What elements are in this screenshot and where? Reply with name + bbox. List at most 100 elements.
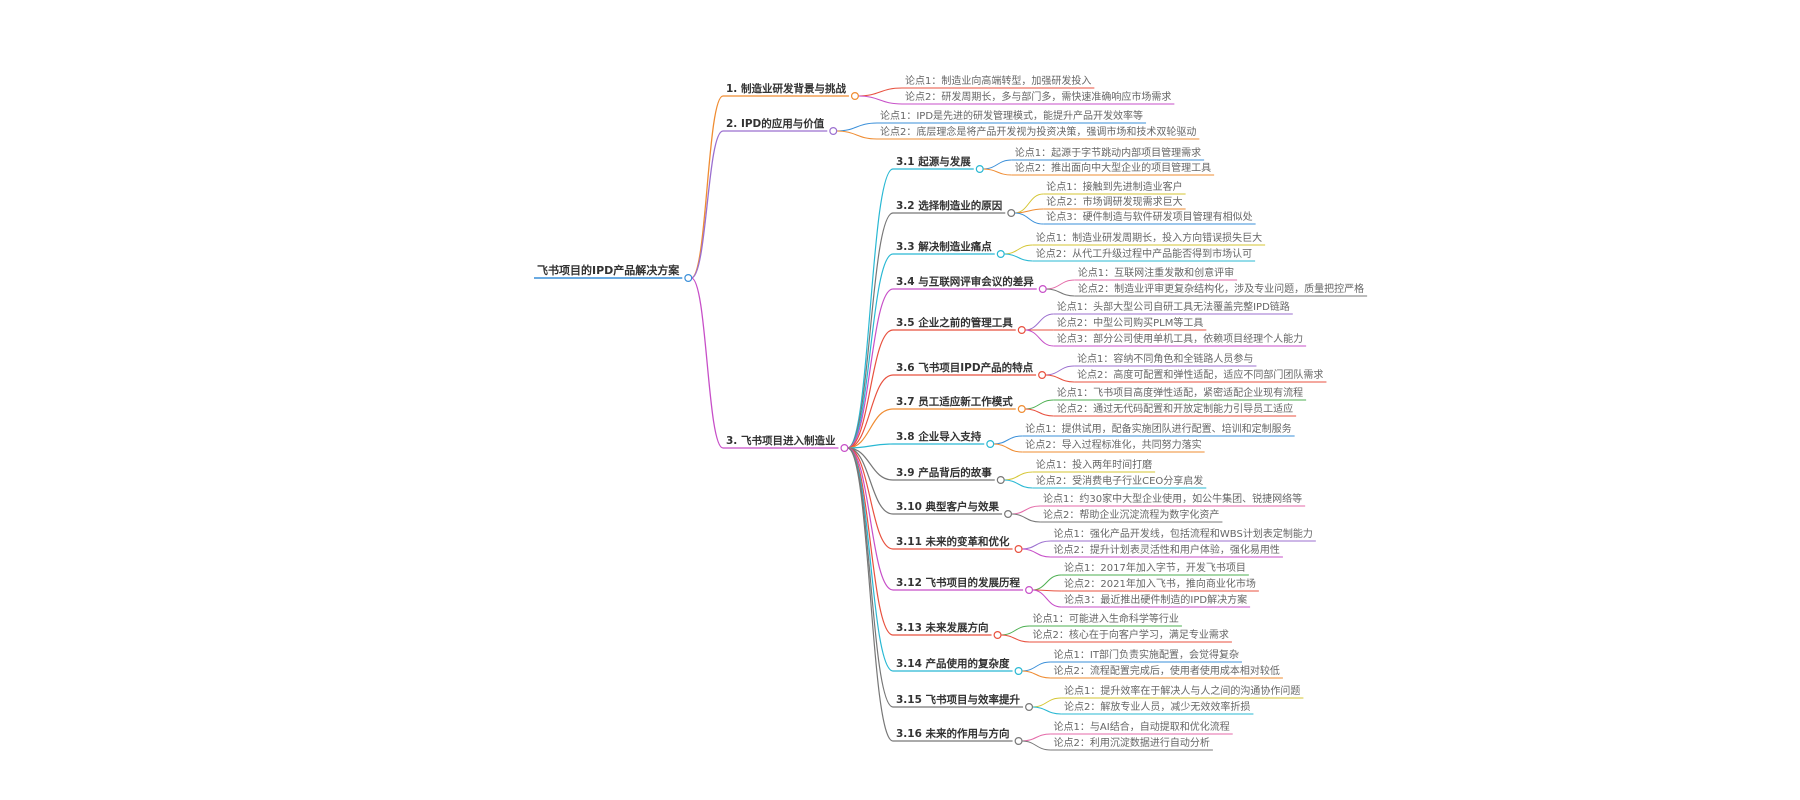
subtopic-3-6-point-2[interactable]: 论点2：高度可配置和弹性适配，适应不同部门团队需求 [1077,368,1323,381]
edge-subtopic-3-6-point-1 [1045,365,1075,376]
subtopic-3-5-collapse-toggle[interactable] [1017,326,1026,335]
subtopic-3-4-point-1[interactable]: 论点1：互联网注重发散和创意评审 [1078,266,1234,279]
subtopic-3-2-point-3[interactable]: 论点3：硬件制造与软件研发项目管理有相似处 [1046,210,1252,223]
subtopic-3-4[interactable]: 3.4 与互联网评审会议的差异 [896,275,1034,288]
subtopic-3-3-point-2[interactable]: 论点2：从代工升级过程中产品能否得到市场认可 [1036,247,1252,260]
subtopic-3-5[interactable]: 3.5 企业之前的管理工具 [896,316,1013,329]
subtopic-3-15[interactable]: 3.15 飞书项目与效率提升 [896,693,1021,706]
subtopic-3-6-point-1[interactable]: 论点1：容纳不同角色和全链路人员参与 [1077,352,1253,365]
section-1-point-2[interactable]: 论点2：研发周期长，多与部门多，需快速准确响应市场需求 [905,90,1171,103]
subtopic-3-10-collapse-toggle[interactable] [1004,510,1013,519]
edge-section-3-sub-16 [847,447,894,742]
subtopic-3-9-point-2[interactable]: 论点2：受消费电子行业CEO分享启发 [1036,474,1204,487]
subtopic-3-7[interactable]: 3.7 员工适应新工作模式 [896,395,1013,408]
subtopic-3-8-point-1[interactable]: 论点1：提供试用，配备实施团队进行配置、培训和定制服务 [1025,422,1291,435]
subtopic-3-14-collapse-toggle[interactable] [1014,666,1023,675]
edge-subtopic-3-15-point-1 [1032,697,1062,708]
edge-section-3-sub-10 [847,447,894,515]
subtopic-3-7-point-2[interactable]: 论点2：通过无代码配置和开放定制能力引导员工适应 [1057,402,1293,415]
subtopic-3-15-collapse-toggle[interactable] [1025,702,1034,711]
subtopic-3-10[interactable]: 3.10 典型客户与效果 [896,500,1000,513]
subtopic-3-16[interactable]: 3.16 未来的作用与方向 [896,727,1010,740]
subtopic-3-11[interactable]: 3.11 未来的变革和优化 [896,535,1010,548]
subtopic-3-12[interactable]: 3.12 飞书项目的发展历程 [896,576,1021,589]
edge-section-3-sub-3 [847,253,894,449]
subtopic-3-9[interactable]: 3.9 产品背后的故事 [896,466,992,479]
subtopic-3-3-collapse-toggle[interactable] [996,250,1005,259]
subtopic-3-1-collapse-toggle[interactable] [975,165,984,174]
subtopic-3-1-point-1[interactable]: 论点1：起源于字节跳动内部项目管理需求 [1015,146,1201,159]
subtopic-3-7-point-1[interactable]: 论点1：飞书项目高度弹性适配，紧密适配企业现有流程 [1057,386,1303,399]
edge-subtopic-3-3-point-2 [1003,253,1033,262]
subtopic-3-5-point-3[interactable]: 论点3：部分公司使用单机工具，依赖项目经理个人能力 [1057,332,1303,345]
subtopic-3-13-point-1[interactable]: 论点1：可能进入生命科学等行业 [1033,612,1179,625]
subtopic-3-14-point-1[interactable]: 论点1：IT部门负责实施配置，会觉得复杂 [1054,648,1239,661]
subtopic-3-12-point-3[interactable]: 论点3：最近推出硬件制造的IPD解决方案 [1064,593,1247,606]
subtopic-3-6-collapse-toggle[interactable] [1038,371,1047,380]
section-2[interactable]: 2. IPD的应用与价值 [726,117,825,130]
subtopic-3-4-collapse-toggle[interactable] [1038,285,1047,294]
subtopic-3-7-collapse-toggle[interactable] [1017,405,1026,414]
section-1-point-1[interactable]: 论点1：制造业向高端转型，加强研发投入 [905,74,1091,87]
section-2-point-2[interactable]: 论点2：底层理念是将产品开发视为投资决策，强调市场和技术双轮驱动 [880,125,1196,138]
subtopic-3-3-point-1[interactable]: 论点1：制造业研发周期长，投入方向错误损失巨大 [1036,231,1262,244]
edge-subtopic-3-2-point-3 [1014,212,1044,225]
subtopic-3-8-point-2[interactable]: 论点2：导入过程标准化，共同努力落实 [1025,438,1201,451]
subtopic-3-3[interactable]: 3.3 解决制造业痛点 [896,240,992,253]
subtopic-3-16-collapse-toggle[interactable] [1014,736,1023,745]
subtopic-3-14[interactable]: 3.14 产品使用的复杂度 [896,657,1010,670]
subtopic-3-16-point-1[interactable]: 论点1：与AI结合，自动提取和优化流程 [1054,720,1230,733]
edge-subtopic-3-7-point-1 [1024,399,1054,410]
edge-section-1-point-2 [857,95,903,105]
subtopic-3-11-point-1[interactable]: 论点1：强化产品开发线，包括流程和WBS计划表定制能力 [1054,527,1313,540]
subtopic-3-8[interactable]: 3.8 企业导入支持 [896,430,982,443]
root-topic[interactable]: 飞书项目的IPD产品解决方案 [537,263,680,277]
edge-subtopic-3-3-point-1 [1003,244,1033,255]
subtopic-3-15-point-1[interactable]: 论点1：提升效率在于解决人与人之间的沟通协作问题 [1064,684,1300,697]
subtopic-3-2-point-2[interactable]: 论点2：市场调研发现需求巨大 [1046,195,1182,208]
edge-root-to-section-2 [690,130,724,279]
section-1[interactable]: 1. 制造业研发背景与挑战 [726,82,846,95]
subtopic-3-2[interactable]: 3.2 选择制造业的原因 [896,199,1002,212]
subtopic-3-6[interactable]: 3.6 飞书项目IPD产品的特点 [896,361,1034,374]
subtopic-3-10-point-2[interactable]: 论点2：帮助企业沉淀流程为数字化资产 [1043,508,1219,521]
edge-subtopic-3-11-point-1 [1021,540,1051,550]
subtopic-3-8-collapse-toggle[interactable] [986,440,995,449]
edge-section-3-sub-15 [847,447,894,708]
subtopic-3-9-collapse-toggle[interactable] [996,476,1005,485]
subtopic-3-12-collapse-toggle[interactable] [1025,585,1034,594]
section-3[interactable]: 3. 飞书项目进入制造业 [726,434,836,447]
subtopic-3-16-point-2[interactable]: 论点2：利用沉淀数据进行自动分析 [1054,736,1210,749]
subtopic-3-5-point-1[interactable]: 论点1：头部大型公司自研工具无法覆盖完整IPD链路 [1057,300,1290,313]
edge-subtopic-3-16-point-2 [1021,740,1051,751]
subtopic-3-2-point-1[interactable]: 论点1：接触到先进制造业客户 [1046,180,1182,193]
section-2-point-1[interactable]: 论点1：IPD是先进的研发管理模式，能提升产品开发效率等 [880,109,1143,122]
section-3-collapse-toggle[interactable] [840,444,849,453]
subtopic-3-11-collapse-toggle[interactable] [1014,544,1023,553]
subtopic-3-1-point-2[interactable]: 论点2：推出面向中大型企业的项目管理工具 [1015,161,1211,174]
edge-subtopic-3-13-point-2 [1000,634,1030,643]
subtopic-3-15-point-2[interactable]: 论点2：解放专业人员，减少无效效率折损 [1064,700,1250,713]
subtopic-3-12-point-1[interactable]: 论点1：2017年加入字节，开发飞书项目 [1064,561,1246,574]
edge-subtopic-3-8-point-2 [993,443,1023,453]
subtopic-3-4-point-2[interactable]: 论点2：制造业评审更复杂结构化，涉及专业问题，质量把控严格 [1078,282,1364,295]
section-1-collapse-toggle[interactable] [850,91,859,100]
edge-subtopic-3-9-point-2 [1003,479,1033,489]
subtopic-3-2-collapse-toggle[interactable] [1007,209,1016,218]
edge-section-3-sub-5 [847,329,894,449]
subtopic-3-11-point-2[interactable]: 论点2：提升计划表灵活性和用户体验，强化易用性 [1054,543,1280,556]
subtopic-3-13-point-2[interactable]: 论点2：核心在于向客户学习，满足专业需求 [1033,628,1229,641]
edge-subtopic-3-12-point-1 [1032,574,1062,591]
subtopic-3-13[interactable]: 3.13 未来发展方向 [896,621,989,634]
subtopic-3-10-point-1[interactable]: 论点1：约30家中大型企业使用，如公牛集团、锐捷网络等 [1043,492,1302,505]
root-collapse-toggle[interactable] [684,274,693,283]
subtopic-3-14-point-2[interactable]: 论点2：流程配置完成后，使用者使用成本相对较低 [1054,664,1280,677]
edge-subtopic-3-8-point-1 [993,435,1023,445]
subtopic-3-9-point-1[interactable]: 论点1：投入两年时间打磨 [1036,458,1152,471]
subtopic-3-5-point-2[interactable]: 论点2：中型公司购买PLM等工具 [1057,316,1204,329]
section-2-collapse-toggle[interactable] [829,126,838,135]
subtopic-3-13-collapse-toggle[interactable] [993,630,1002,639]
edge-subtopic-3-11-point-2 [1021,548,1051,558]
subtopic-3-12-point-2[interactable]: 论点2：2021年加入飞书，推向商业化市场 [1064,577,1256,590]
subtopic-3-1[interactable]: 3.1 起源与发展 [896,155,971,168]
